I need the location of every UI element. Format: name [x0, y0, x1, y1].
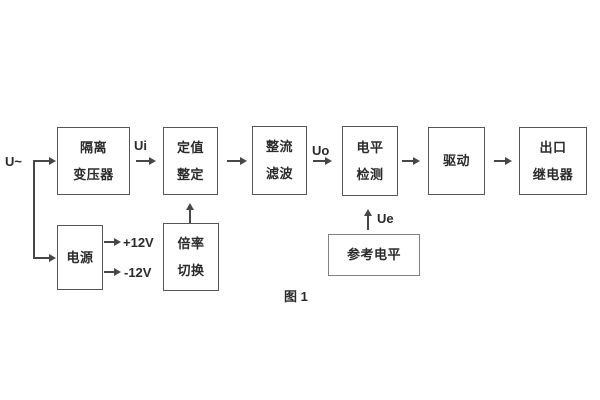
signal-uo-label: Uo: [312, 143, 330, 158]
arrow-setpoint-to-rectifier: [227, 160, 240, 162]
block-rectifier-filter-line1: 整流: [265, 139, 293, 154]
signal-ue-label: Ue: [377, 211, 394, 226]
block-rectifier-filter-line2: 滤波: [265, 166, 293, 181]
block-output-relay-line2: 继电器: [532, 166, 574, 182]
block-driver-label: 驱动: [442, 153, 470, 168]
block-reference-level-label: 参考电平: [346, 247, 401, 262]
block-ratio-switch-line2: 切换: [177, 262, 205, 278]
block-setpoint-setting-line2: 整定: [176, 166, 204, 182]
block-isolation-transformer-line1: 隔离: [79, 139, 107, 155]
block-power-supply-label: 电源: [66, 249, 94, 265]
block-ratio-switch: 倍率 切换: [163, 223, 219, 291]
block-driver: 驱动: [428, 127, 485, 195]
figure-caption: 图 1: [284, 289, 308, 304]
block-level-detection: 电平 检测: [342, 126, 398, 196]
block-setpoint-setting: 定值 整定: [163, 127, 218, 195]
arrow-plus12v: [104, 241, 114, 243]
block-rectifier-filter: 整流 滤波: [252, 126, 307, 195]
arrow-input-to-transformer: [33, 160, 49, 162]
block-level-detection-line1: 电平: [356, 139, 384, 155]
arrow-ratio-to-setpoint: [189, 210, 191, 223]
signal-ui-label: Ui: [134, 138, 147, 153]
arrow-ue: [367, 216, 369, 230]
plus12v-label: +12V: [123, 235, 154, 250]
block-power-supply: 电源: [57, 225, 103, 290]
block-reference-level: 参考电平: [328, 234, 420, 276]
arrow-level-to-driver: [402, 160, 413, 162]
block-setpoint-setting-line1: 定值: [176, 139, 204, 155]
arrow-minus12v: [104, 271, 114, 273]
arrow-input-to-power: [33, 257, 49, 259]
block-isolation-transformer-line2: 变压器: [73, 166, 114, 182]
block-output-relay-line1: 出口: [539, 139, 567, 155]
block-level-detection-line2: 检测: [356, 166, 384, 182]
block-ratio-switch-line1: 倍率: [177, 235, 205, 251]
input-branch-line: [33, 161, 35, 258]
block-isolation-transformer: 隔离 变压器: [57, 127, 130, 195]
block-output-relay: 出口 继电器: [519, 127, 587, 195]
arrow-uo: [313, 160, 325, 162]
input-voltage-label: U~: [5, 154, 22, 169]
minus12v-label: -12V: [124, 265, 152, 280]
arrow-ui: [136, 160, 149, 162]
arrow-driver-to-relay: [494, 160, 505, 162]
